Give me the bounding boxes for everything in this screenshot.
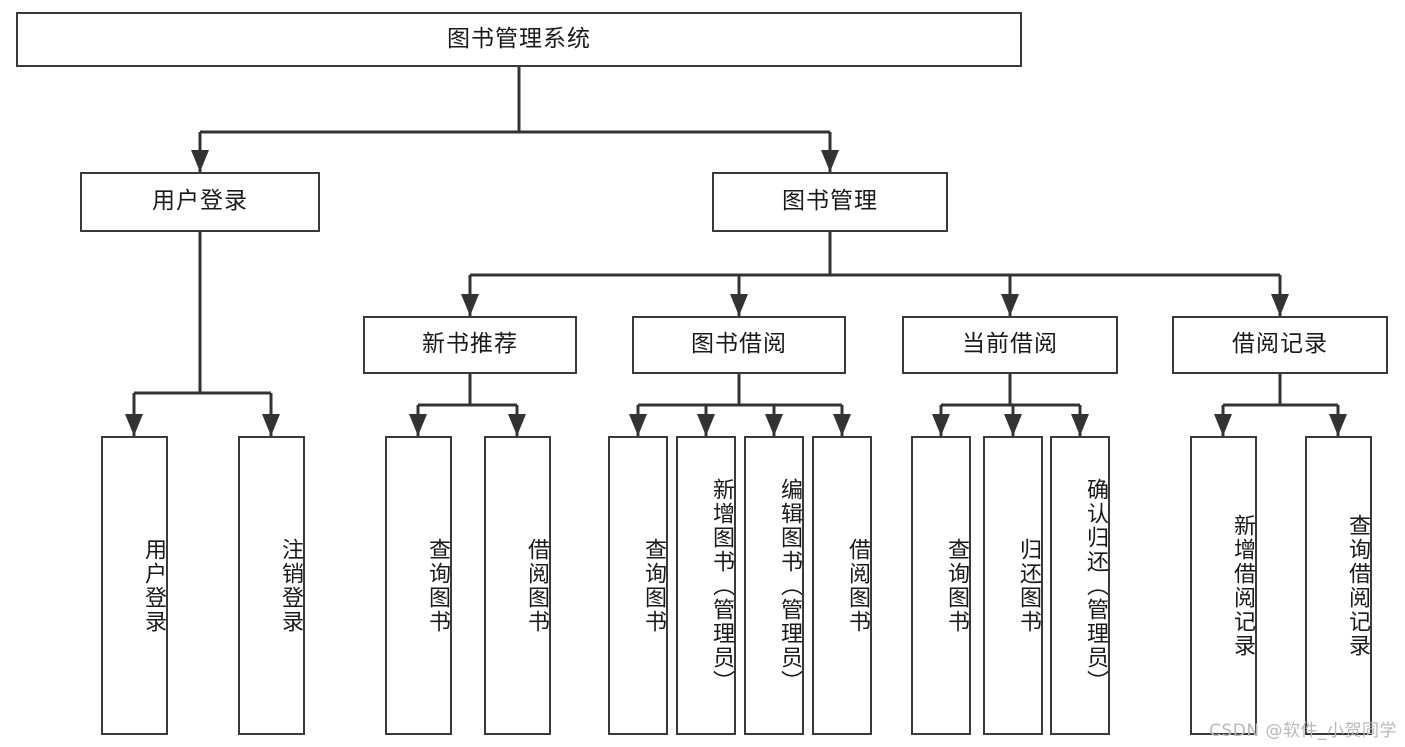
- node-label: 查询图书: [944, 537, 969, 634]
- arrowhead-book-manage-2: [1001, 294, 1019, 316]
- arrowhead-book-borrow-1: [697, 414, 715, 436]
- arrowhead-current-borrow-2: [1071, 414, 1089, 436]
- node-label: 新书推荐: [422, 331, 518, 358]
- node-leaf-query-borrow-record[interactable]: 查询借阅记录: [1305, 436, 1372, 735]
- node-label: 当前借阅: [962, 331, 1058, 358]
- node-book-borrow[interactable]: 图书借阅: [632, 316, 846, 374]
- node-leaf-borrow-book-rec[interactable]: 借阅图书: [484, 436, 551, 735]
- node-leaf-query-book-borrow[interactable]: 查询图书: [608, 436, 668, 735]
- node-user-login[interactable]: 用户登录: [80, 172, 320, 232]
- node-label: 借阅图书: [524, 537, 549, 634]
- node-root[interactable]: 图书管理系统: [16, 12, 1022, 67]
- node-label: 借阅记录: [1232, 331, 1328, 358]
- arrowhead-book-borrow-2: [765, 414, 783, 436]
- arrowhead-current-borrow-1: [1004, 414, 1022, 436]
- node-label: 图书管理: [782, 188, 878, 215]
- arrowhead-book-borrow-0: [629, 414, 647, 436]
- node-book-manage[interactable]: 图书管理: [712, 172, 948, 232]
- node-label: 注销登录: [278, 537, 303, 634]
- arrowhead-new-book-recommend-1: [508, 414, 526, 436]
- node-leaf-return-book[interactable]: 归还图书: [983, 436, 1043, 735]
- node-label: 新增借阅记录: [1230, 513, 1255, 658]
- node-leaf-query-book-cur[interactable]: 查询图书: [911, 436, 971, 735]
- arrowhead-user-login-0: [125, 414, 143, 436]
- arrowhead-book-manage-0: [461, 294, 479, 316]
- arrowhead-current-borrow-0: [932, 414, 950, 436]
- watermark-text: CSDN @软件_小贺同学: [1209, 721, 1397, 741]
- node-label: 查询借阅记录: [1345, 513, 1370, 658]
- arrowhead-user-login-1: [262, 414, 280, 436]
- node-label: 新增图书（管理员）: [709, 477, 734, 694]
- arrowhead-book-manage-1: [730, 294, 748, 316]
- node-label: 图书借阅: [691, 331, 787, 358]
- arrowhead-borrow-record-0: [1214, 414, 1232, 436]
- node-label: 用户登录: [141, 537, 166, 634]
- node-leaf-add-borrow-record[interactable]: 新增借阅记录: [1190, 436, 1257, 735]
- node-borrow-record[interactable]: 借阅记录: [1172, 316, 1388, 374]
- node-label: 查询图书: [425, 537, 450, 634]
- node-leaf-confirm-return-admin[interactable]: 确认归还（管理员）: [1050, 436, 1110, 735]
- node-label: 图书管理系统: [447, 25, 591, 52]
- node-label: 查询图书: [641, 537, 666, 634]
- arrowhead-new-book-recommend-0: [409, 414, 427, 436]
- arrowhead-book-manage-3: [1271, 294, 1289, 316]
- node-leaf-add-book-admin[interactable]: 新增图书（管理员）: [676, 436, 736, 735]
- node-label: 确认归还（管理员）: [1083, 477, 1108, 694]
- node-leaf-user-logout[interactable]: 注销登录: [238, 436, 305, 735]
- node-label: 编辑图书（管理员）: [777, 477, 802, 694]
- node-leaf-query-book-rec[interactable]: 查询图书: [385, 436, 452, 735]
- node-label: 借阅图书: [845, 537, 870, 634]
- arrowhead-root-1: [821, 150, 839, 172]
- arrowhead-book-borrow-3: [833, 414, 851, 436]
- node-label: 用户登录: [152, 188, 248, 215]
- node-label: 归还图书: [1016, 537, 1041, 634]
- node-leaf-edit-book-admin[interactable]: 编辑图书（管理员）: [744, 436, 804, 735]
- node-leaf-user-login[interactable]: 用户登录: [101, 436, 168, 735]
- node-leaf-borrow-book[interactable]: 借阅图书: [812, 436, 872, 735]
- arrowhead-borrow-record-1: [1329, 414, 1347, 436]
- node-new-book-recommend[interactable]: 新书推荐: [363, 316, 577, 374]
- node-current-borrow[interactable]: 当前借阅: [902, 316, 1118, 374]
- arrowhead-root-0: [191, 150, 209, 172]
